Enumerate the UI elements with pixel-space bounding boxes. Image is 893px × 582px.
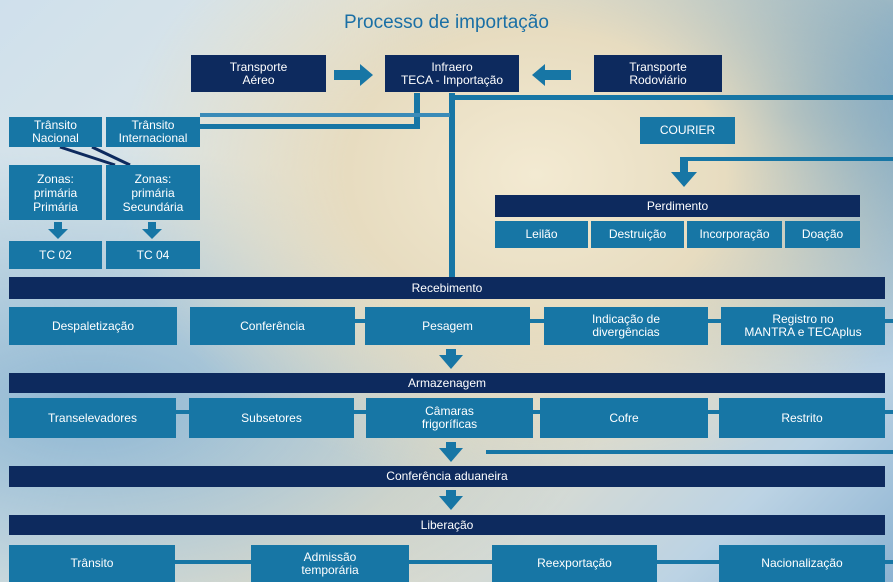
subsetores-box: Subsetores [189,398,354,438]
arrow-down-icon [439,442,463,462]
tc02-box: TC 02 [9,241,102,269]
doacao-box: Doação [785,221,860,248]
arrow-right-icon [334,64,373,86]
perdimento-header: Perdimento [495,195,860,217]
transelevadores-box: Transelevadores [9,398,176,438]
zona-secundaria-box: Zonas: primária Secundária [106,165,200,220]
leilao-box: Leilão [495,221,588,248]
zona-primaria-box: Zonas: primária Primária [9,165,102,220]
conferencia-aduaneira-header: Conferência aduaneira [9,466,885,487]
admissao-temporaria-box: Admissão temporária [251,545,409,582]
transporte-rodoviario-box: Transporte Rodoviário [594,55,722,92]
conferencia-box: Conferência [190,307,355,345]
connector [200,113,450,117]
destruicao-box: Destruição [591,221,684,248]
restrito-box: Restrito [719,398,885,438]
connector [414,93,420,127]
connector [91,145,131,167]
arrow-down-icon [671,157,697,187]
page-title: Processo de importação [344,12,549,33]
despaletizacao-box: Despaletização [9,307,177,345]
incorporacao-box: Incorporação [687,221,782,248]
connector [683,157,893,161]
registro-mantra-box: Registro no MANTRA e TECAplus [721,307,885,345]
indicacao-divergencias-box: Indicação de divergências [544,307,708,345]
connector [486,450,893,454]
connector [175,410,893,414]
courier-box: COURIER [640,117,735,144]
connector [59,145,116,167]
transito-internacional-box: Trânsito Internacional [106,117,200,147]
connector [449,93,455,278]
reexportacao-box: Reexportação [492,545,657,582]
camaras-frigorificas-box: Câmaras frigoríficas [366,398,533,438]
nacionalizacao-box: Nacionalização [719,545,885,582]
infraero-box: Infraero TECA - Importação [385,55,519,92]
arrow-down-icon [142,222,162,239]
arrow-down-icon [48,222,68,239]
transporte-aereo-box: Transporte Aéreo [191,55,326,92]
cofre-box: Cofre [540,398,708,438]
connector [200,124,420,129]
recebimento-header: Recebimento [9,277,885,299]
tc04-box: TC 04 [106,241,200,269]
arrow-down-icon [439,349,463,369]
transito-box: Trânsito [9,545,175,582]
transito-nacional-box: Trânsito Nacional [9,117,102,147]
arrow-left-icon [532,64,571,86]
armazenagem-header: Armazenagem [9,373,885,393]
liberacao-header: Liberação [9,515,885,535]
arrow-down-icon [439,490,463,510]
pesagem-box: Pesagem [365,307,530,345]
connector [455,95,893,100]
